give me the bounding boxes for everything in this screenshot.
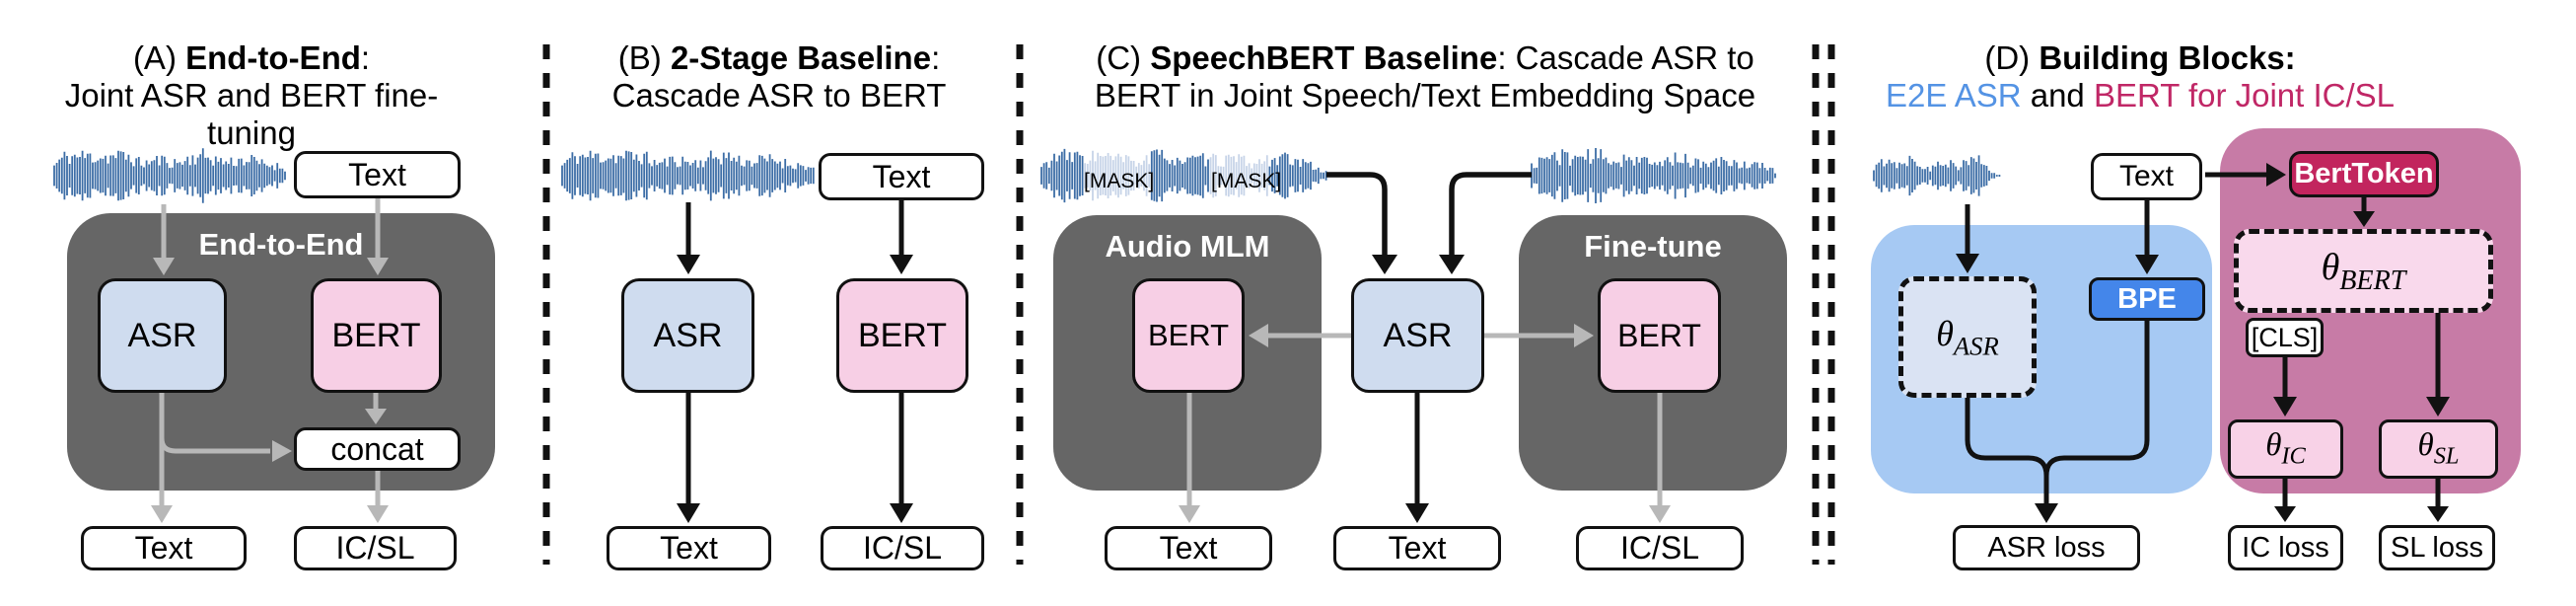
bpe-box: BPE — [2089, 277, 2205, 321]
panel-b-asr-box: ASR — [621, 278, 754, 393]
speech-waveform-b — [561, 150, 815, 201]
audio-mlm-container-label: Audio MLM — [1105, 229, 1270, 264]
end-to-end-container-label: End-to-End — [198, 227, 364, 262]
panel-b-title-suffix: : — [931, 39, 941, 76]
panel-a-concat-box: concat — [294, 427, 461, 471]
fine-tune-container: Fine-tune — [1519, 215, 1787, 491]
theta-sl-label: θSL — [2418, 427, 2460, 471]
speech-waveform-a — [53, 148, 286, 203]
theta-symbol: θ — [2265, 427, 2282, 464]
panel-a-text-output-box: Text — [81, 526, 247, 570]
panel-a-asr-box: ASR — [98, 278, 227, 393]
panel-b-icsl-output-box: IC/SL — [821, 526, 984, 570]
ic-loss-output-box: IC loss — [2228, 525, 2343, 570]
panel-a-title-suffix: : — [360, 39, 371, 76]
panel-c-icsl-output-box: IC/SL — [1576, 526, 1744, 570]
panel-b-title: (B) 2-Stage Baseline: Cascade ASR to BER… — [552, 39, 1006, 114]
speech-waveform-d — [1873, 155, 2001, 196]
panel-d-title-prefix: (D) — [1984, 39, 2039, 76]
panel-a-title: (A) End-to-End: Joint ASR and BERT fine-… — [30, 39, 473, 152]
panel-c-text-output-left-box: Text — [1105, 526, 1272, 570]
panel-a-icsl-output-box: IC/SL — [294, 526, 457, 570]
panel-d-text-input-box: Text — [2091, 153, 2202, 200]
panel-c-bert-mlm-box: BERT — [1132, 278, 1245, 393]
panel-b-title-bold: 2-Stage Baseline — [670, 39, 932, 76]
panel-a-title-bold: End-to-End — [185, 39, 361, 76]
mask-token-label-2: [MASK] — [1211, 170, 1282, 192]
sl-loss-output-box: SL loss — [2379, 525, 2495, 570]
panel-c-title: (C) SpeechBERT Baseline: Cascade ASR to … — [1045, 39, 1805, 114]
theta-asr-box: θASR — [1898, 276, 2037, 398]
panel-b-bert-box: BERT — [836, 278, 968, 393]
panel-c-text-output-mid-box: Text — [1333, 526, 1501, 570]
asr-loss-output-box: ASR loss — [1953, 525, 2140, 570]
theta-symbol: θ — [2417, 427, 2434, 464]
panel-d-title: (D) Building Blocks: E2E ASR and BERT fo… — [1844, 39, 2436, 114]
panel-c-title-prefix: (C) — [1096, 39, 1151, 76]
panel-a-title-prefix: (A) — [132, 39, 186, 76]
theta-sl-subscript: SL — [2433, 442, 2460, 470]
theta-symbol: θ — [2321, 246, 2340, 288]
theta-symbol: θ — [1936, 313, 1954, 353]
panel-a-title-line2: Joint ASR and BERT fine-tuning — [64, 77, 439, 151]
panel-c-title-suffix: : Cascade ASR to — [1497, 39, 1754, 76]
panel-c-title-line2: BERT in Joint Speech/Text Embedding Spac… — [1094, 77, 1756, 114]
theta-ic-subscript: IC — [2281, 442, 2306, 470]
panel-c-asr-box: ASR — [1351, 278, 1484, 393]
panel-d-title-bold: Building Blocks: — [2039, 39, 2296, 76]
theta-bert-label: θBERT — [2322, 246, 2406, 297]
mask-token-label-1: [MASK] — [1084, 170, 1155, 192]
theta-sl-box: θSL — [2379, 419, 2498, 479]
panel-b-title-line2: Cascade ASR to BERT — [611, 77, 947, 114]
panel-a-bert-box: BERT — [311, 278, 442, 393]
cls-token-box: [CLS] — [2246, 318, 2324, 357]
berttoken-box: BertToken — [2289, 151, 2439, 197]
fine-tune-container-label: Fine-tune — [1584, 229, 1722, 264]
panel-a-text-input-box: Text — [294, 151, 461, 198]
theta-asr-label: θASR — [1936, 313, 1999, 361]
theta-asr-subscript: ASR — [1953, 331, 1999, 361]
panel-d-title-and: and — [2021, 77, 2094, 114]
theta-bert-box: θBERT — [2234, 229, 2493, 313]
speech-waveform-c-right — [1531, 148, 1776, 203]
theta-ic-box: θIC — [2228, 419, 2343, 479]
panel-d-title-e2e-asr: E2E ASR — [1885, 77, 2022, 114]
panel-b-text-input-box: Text — [819, 153, 984, 200]
panel-d-title-bert-icsl: BERT for Joint IC/SL — [2093, 77, 2396, 114]
panel-b-text-output-box: Text — [607, 526, 771, 570]
theta-ic-label: θIC — [2265, 427, 2306, 471]
panel-c-title-bold: SpeechBERT Baseline — [1150, 39, 1498, 76]
panel-b-title-prefix: (B) — [617, 39, 671, 76]
panel-c-bert-finetune-box: BERT — [1598, 278, 1721, 393]
theta-bert-subscript: BERT — [2339, 265, 2406, 296]
